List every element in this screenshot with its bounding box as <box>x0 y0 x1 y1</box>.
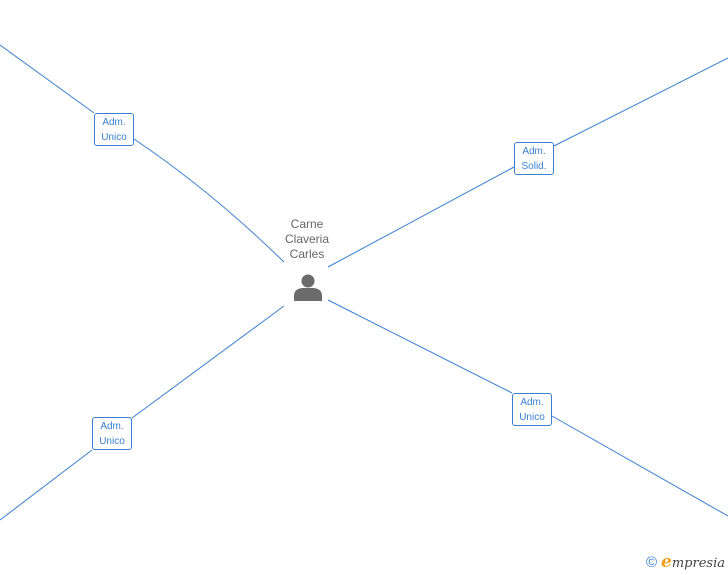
role-box-top-left[interactable]: Adm. Unico <box>94 113 134 146</box>
edge-top-right-inner <box>327 166 515 268</box>
role-box-bottom-right[interactable]: Adm. Unico <box>512 393 552 426</box>
role-label-line-2: Unico <box>519 411 545 423</box>
center-name-line-3: Carles <box>289 247 325 261</box>
role-label-line-1: Adm. <box>100 420 124 432</box>
role-label-line-1: Adm. <box>520 396 544 408</box>
role-label-line-2: Solid. <box>521 160 547 172</box>
edge-bottom-right-outer <box>551 415 728 517</box>
center-name-line-2: Claveria <box>284 232 329 246</box>
edge-bottom-left-inner <box>131 305 285 419</box>
role-box-top-right[interactable]: Adm. Solid. <box>514 142 554 175</box>
copyright-icon: © <box>645 553 658 571</box>
edge-top-right-outer <box>553 57 728 147</box>
edge-bottom-left-outer <box>0 449 93 521</box>
edge-bottom-right-inner <box>327 299 513 394</box>
brand-rest: mpresia <box>671 556 725 571</box>
role-label-line-2: Unico <box>101 131 127 143</box>
role-label-line-1: Adm. <box>102 116 126 128</box>
edge-top-left-inner <box>133 138 285 263</box>
edge-top-left-outer <box>0 44 95 114</box>
person-icon[interactable] <box>293 272 323 302</box>
role-label-line-2: Unico <box>99 435 125 447</box>
empresia-logo: e mpresia <box>661 552 725 572</box>
brand-initial: e <box>661 552 672 572</box>
center-name-line-1: Carne <box>290 217 324 231</box>
empresia-watermark: © e mpresia <box>646 552 725 572</box>
center-person-name[interactable]: Carne Claveria Carles <box>262 217 352 262</box>
role-label-line-1: Adm. <box>522 145 546 157</box>
role-box-bottom-left[interactable]: Adm. Unico <box>92 417 132 450</box>
